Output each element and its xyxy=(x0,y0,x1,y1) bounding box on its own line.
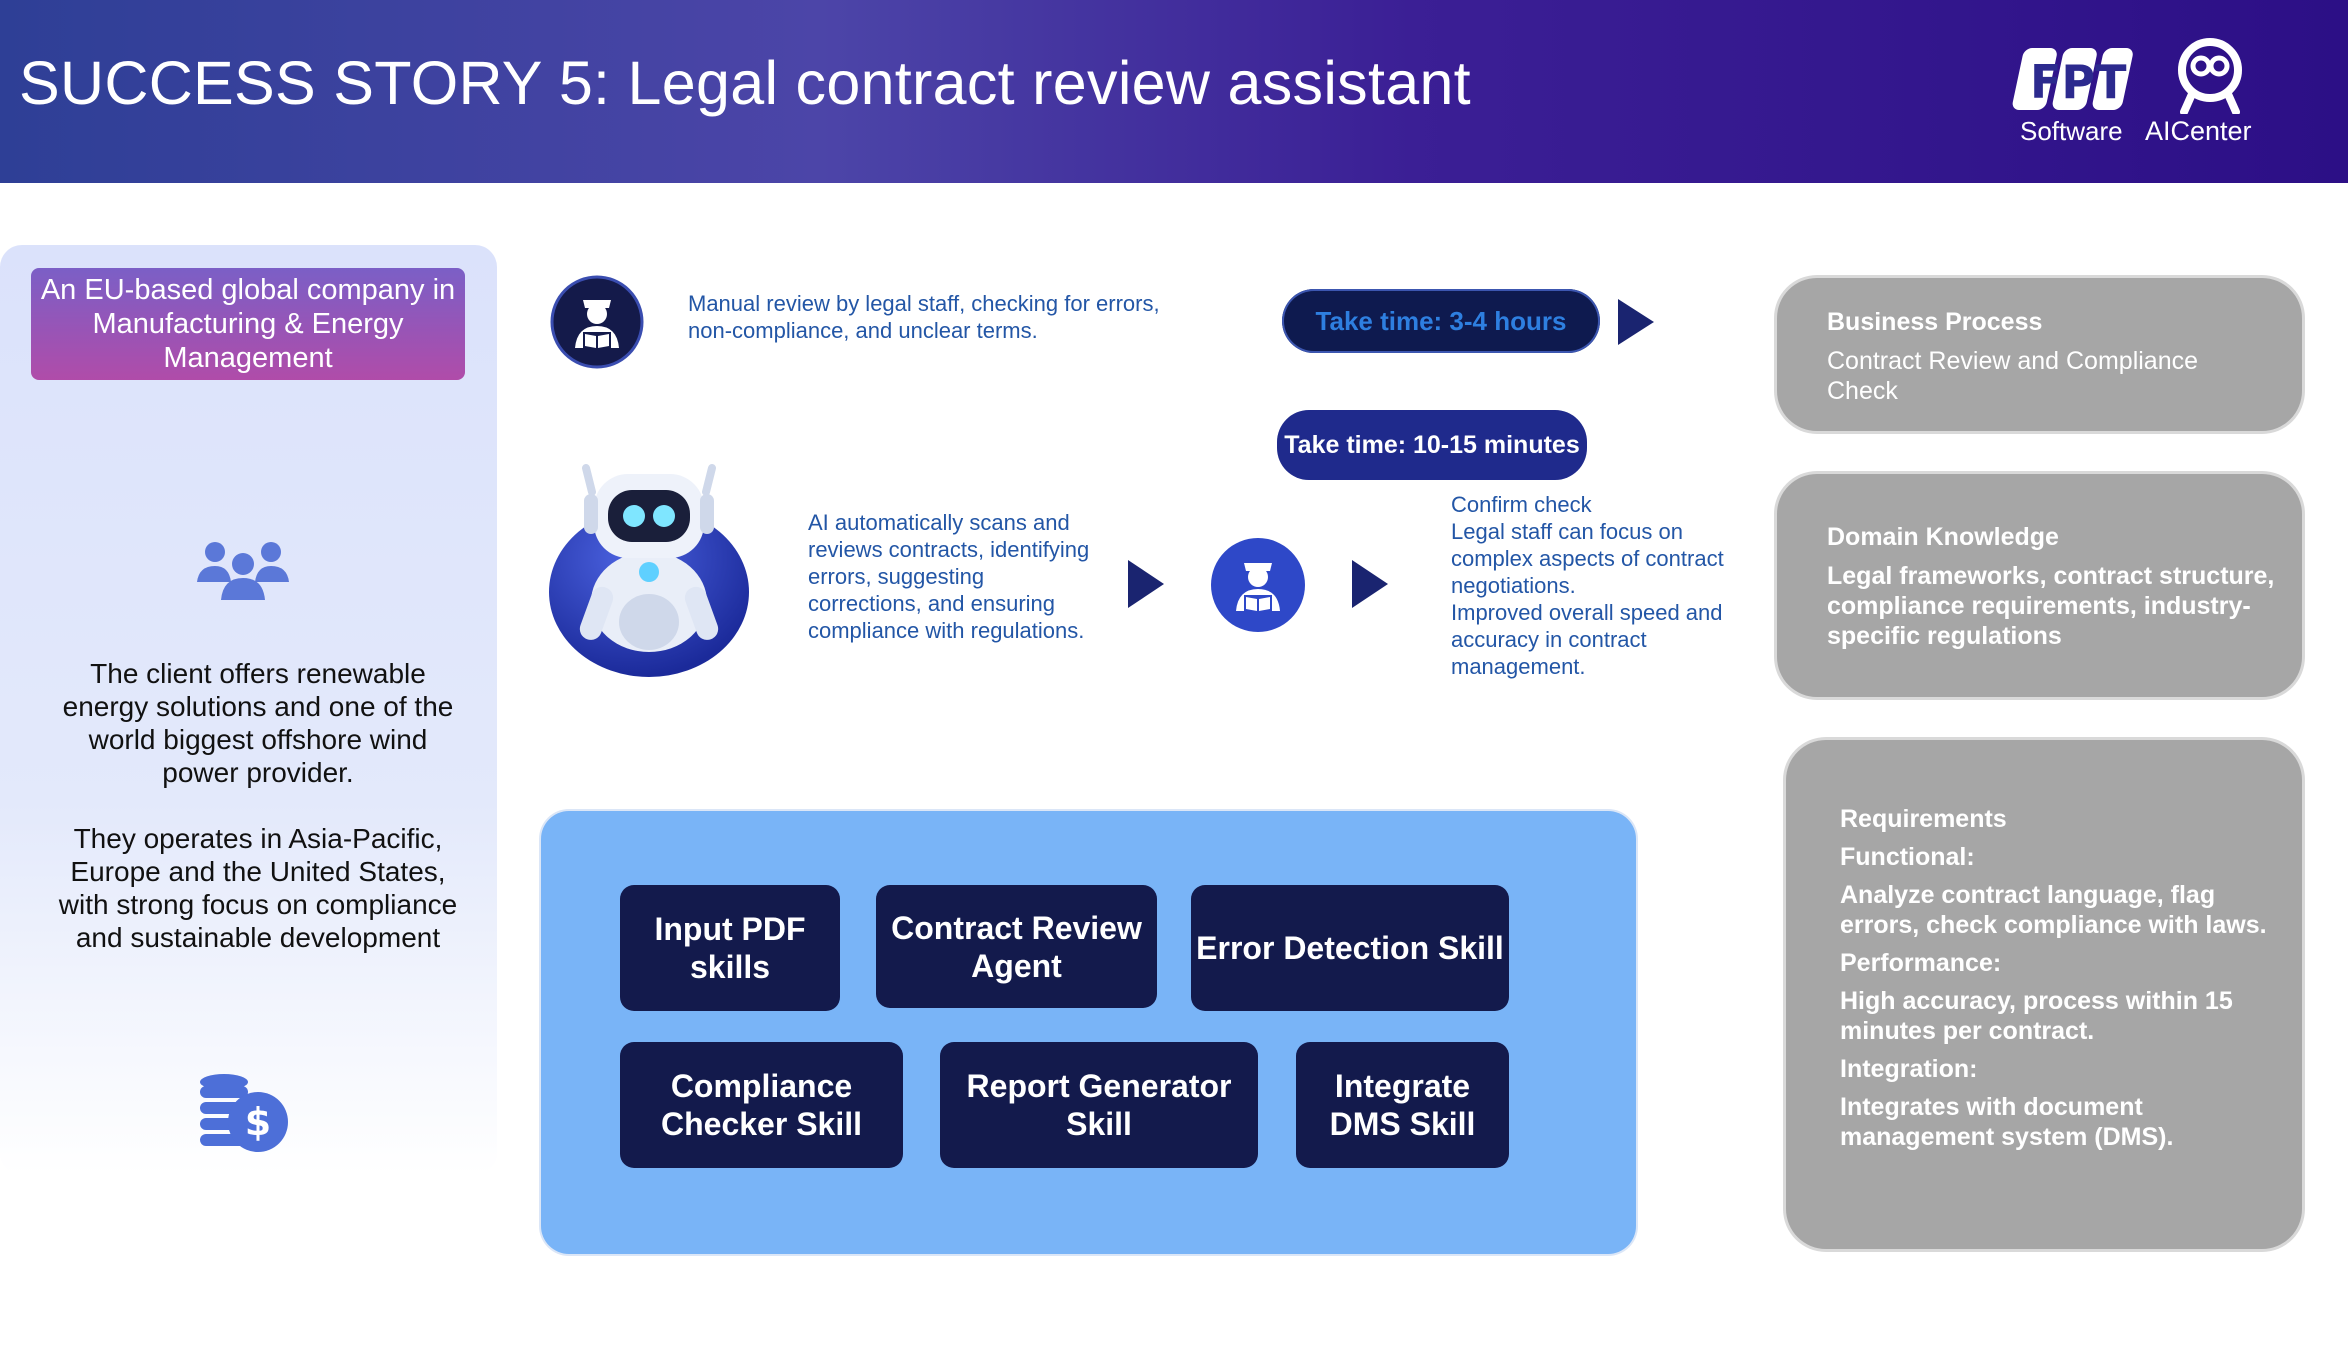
skills-panel xyxy=(541,811,1636,1254)
legal-staff-icon xyxy=(1211,538,1305,632)
business-process-card: Business Process Contract Review and Com… xyxy=(1777,278,2302,431)
skill-compliance-checker: Compliance Checker Skill xyxy=(620,1042,903,1168)
ai-center-logo-icon xyxy=(2178,38,2242,114)
play-arrow-icon xyxy=(1128,560,1164,608)
confirm-check-text: Confirm check Legal staff can focus on c… xyxy=(1451,492,1724,679)
page-title: SUCCESS STORY 5: Legal contract review a… xyxy=(19,49,1471,117)
skill-error-detection: Error Detection Skill xyxy=(1191,885,1509,1011)
manual-time-pill: Take time: 3-4 hours xyxy=(1282,289,1600,353)
fpt-logo-icon: FPT xyxy=(2012,48,2133,110)
play-arrow-icon xyxy=(1352,560,1388,608)
functional-label: Functional: xyxy=(1840,843,1975,871)
play-arrow-icon xyxy=(1618,299,1654,345)
legal-staff-icon xyxy=(550,275,644,369)
skill-report-generator: Report Generator Skill xyxy=(940,1042,1258,1168)
ai-scan-text: AI automatically scans and reviews contr… xyxy=(808,510,1090,643)
integration-text: Integrates with document management syst… xyxy=(1840,1093,2174,1151)
requirements-card: Requirements Functional: Analyze contrac… xyxy=(1786,740,2302,1249)
client-badge: An EU-based global company in Manufactur… xyxy=(31,268,465,380)
fpt-software-label: Software xyxy=(2020,116,2123,146)
business-process-title: Business Process xyxy=(1827,308,2043,336)
money-coins-icon: $ xyxy=(200,1074,288,1152)
manual-review-text: Manual review by legal staff, checking f… xyxy=(688,291,1160,343)
svg-text:$: $ xyxy=(245,1100,271,1144)
skill-integrate-dms: Integrate DMS Skill xyxy=(1296,1042,1509,1168)
fpt-logo-letter-f: FPT xyxy=(2030,55,2127,109)
ai-time-pill: Take time: 10-15 minutes xyxy=(1277,410,1587,480)
integration-label: Integration: xyxy=(1840,1055,1978,1083)
client-description-2: They operates in Asia-Pacific, Europe an… xyxy=(58,823,458,953)
performance-text: High accuracy, process within 15 minutes… xyxy=(1840,987,2233,1045)
performance-label: Performance: xyxy=(1840,949,2002,977)
skill-input-pdf: Input PDF skills xyxy=(620,885,840,1011)
client-description-1: The client offers renewable energy solut… xyxy=(62,658,454,788)
domain-knowledge-title: Domain Knowledge xyxy=(1827,523,2059,551)
requirements-title: Requirements xyxy=(1840,805,2007,833)
ai-center-label: AICenter xyxy=(2145,116,2252,146)
header-bar xyxy=(0,0,2348,183)
business-process-body: Contract Review and Compliance Check xyxy=(1827,347,2199,405)
domain-knowledge-card: Domain Knowledge Legal frameworks, contr… xyxy=(1777,474,2302,697)
skill-contract-review-agent: Contract Review Agent xyxy=(876,885,1157,1008)
robot-icon xyxy=(549,464,749,677)
people-group-icon xyxy=(197,542,289,600)
domain-knowledge-body: Legal frameworks, contract structure, co… xyxy=(1827,562,2275,650)
functional-text: Analyze contract language, flag errors, … xyxy=(1840,881,2267,939)
client-description: The client offers renewable energy solut… xyxy=(58,657,458,954)
client-panel xyxy=(0,245,497,1175)
